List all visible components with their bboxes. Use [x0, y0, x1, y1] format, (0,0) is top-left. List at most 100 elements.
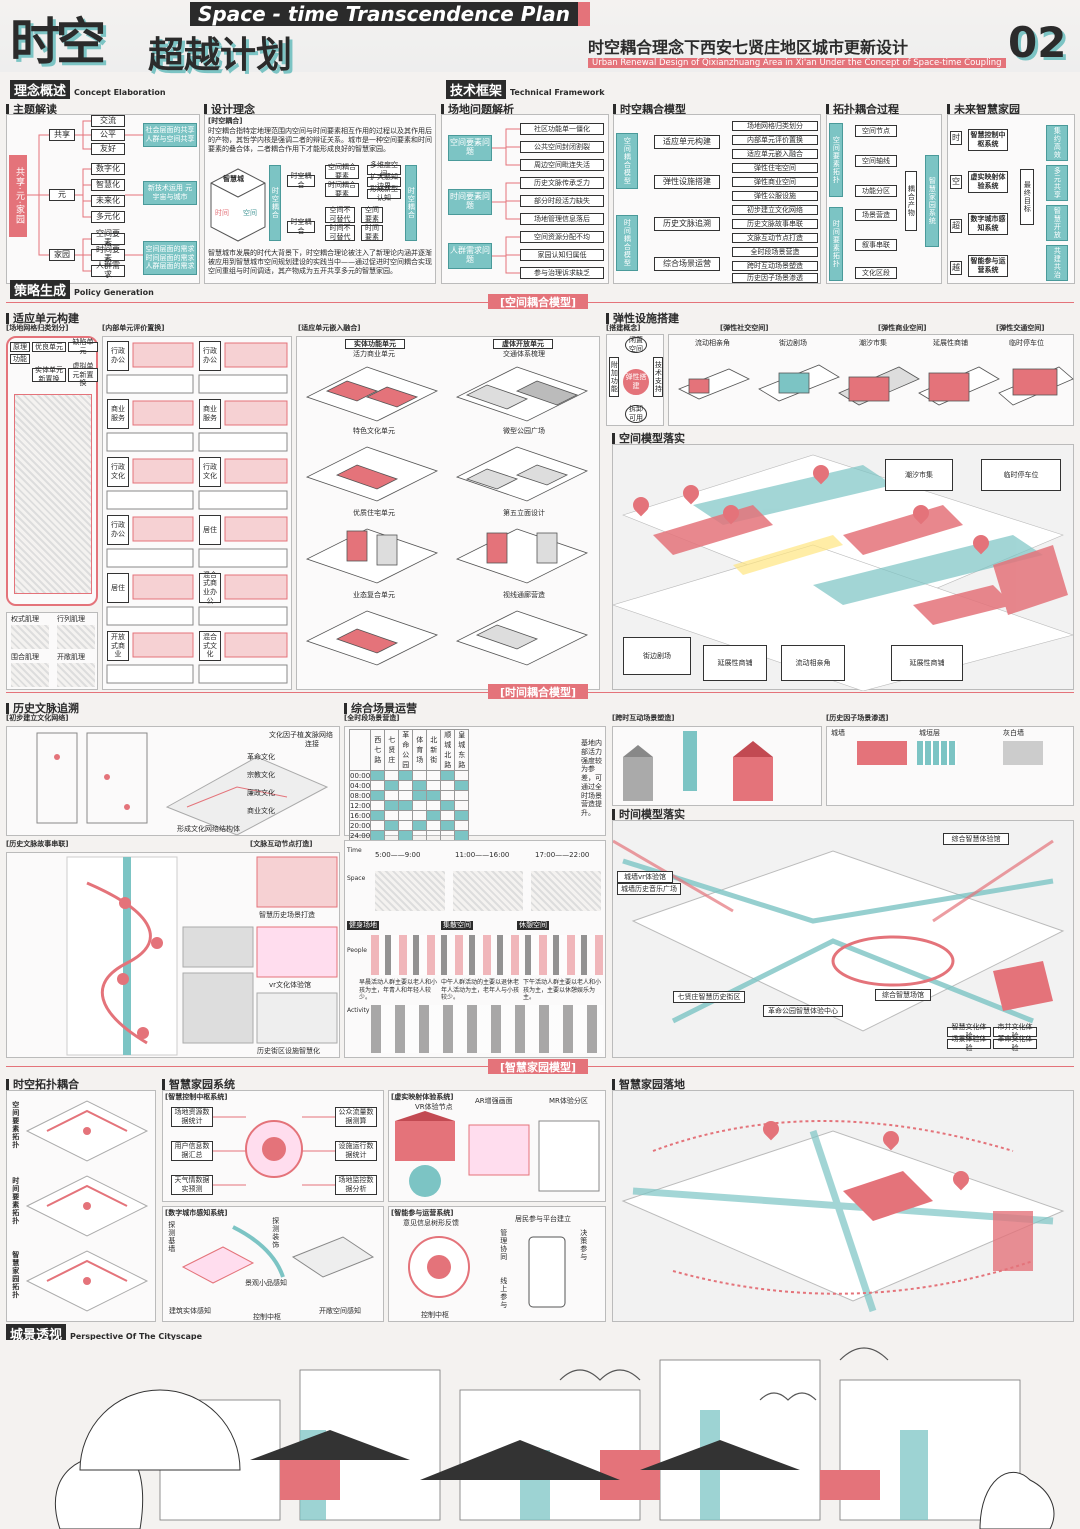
elastic-iso: [678, 364, 1074, 406]
plan-label: 开敞肌理: [57, 653, 85, 661]
history-network-drawing: [36, 732, 329, 836]
legend: 商业文化: [247, 807, 275, 815]
panel-title-theme: 主题解读: [6, 101, 57, 117]
digital-item: 开敞空间感知: [319, 1307, 361, 1315]
site-item: 周边空间毗连失活: [520, 159, 604, 171]
elastic-group: [弹性交通空间]: [996, 324, 1045, 332]
panel-title-scene: 综合场景运营: [344, 700, 417, 716]
embed-label: 实体功能单元: [345, 339, 405, 349]
future-item: 智慧控制中枢系统: [968, 129, 1008, 151]
theme-item: 空间要素: [91, 229, 125, 247]
subtitle-en: Urban Renewal Design of Qixianzhuang Are…: [588, 58, 1006, 68]
eval-cell: 开放式商业: [107, 631, 129, 661]
theme-connectors: [27, 120, 143, 272]
legend: 文化因子植入: [269, 731, 311, 739]
time-land-label: 城墙vr体验馆: [617, 871, 673, 883]
smart-ctrl-title: [智慧控制中枢系统]: [165, 1093, 228, 1101]
coupling-item: 弹性公服设施: [732, 191, 818, 201]
elastic-group: [弹性商业空间]: [878, 324, 927, 332]
topo2-label: 智慧家园拓扑: [11, 1251, 20, 1299]
future-goal: 最终目标: [1020, 169, 1034, 225]
panel-title-history: 历史文脉追溯: [6, 700, 79, 716]
coupling-item: 初步建立文化网络: [732, 205, 818, 215]
legend: 功能: [10, 354, 30, 364]
title-cn2: 超越计划: [148, 35, 293, 76]
unit-grid-title: [场地网格归类划分]: [6, 324, 69, 332]
ctrl-item: 设施运行数据统计: [335, 1141, 377, 1161]
eval-cell: 行政文化: [107, 457, 129, 487]
plan-label: 行列肌理: [57, 615, 85, 623]
design-flow-col: 时空耦合: [405, 165, 417, 241]
site-connectors: [492, 128, 520, 274]
band-time-model: [时间耦合模型]: [488, 684, 588, 699]
band-space-model: [空间耦合模型]: [488, 294, 588, 309]
part-item: 管理协同: [499, 1229, 508, 1261]
theme-note: 新技术运用 元宇宙与城市: [143, 181, 197, 205]
design-text: 时空耦合指特定地理范围内空间与时间要素相互作用的过程以及其作用后的产物，其哲学内…: [208, 127, 432, 153]
design-flow-node: 空间要素: [361, 206, 383, 223]
digital-item: 控制中枢: [253, 1313, 281, 1321]
coupling-item: 历史文脉故事串联: [732, 219, 818, 229]
digital-item: 探测基墙: [167, 1221, 176, 1253]
scene-grid: 西七路七贤庄革命公园体育场北新街顺城北路皇城东路 00:00 04:00 08:…: [348, 729, 470, 841]
smart-vr: [虚实映射体验系统] VR体验节点 AR增强画面 MR体验分区: [388, 1090, 606, 1202]
topology-left: 时间要素拓扑: [829, 207, 843, 281]
eval-cell: 行政办公: [107, 341, 129, 371]
concept-node: 闲置空间: [625, 336, 647, 353]
design-flow-node: 空间不可替代: [325, 206, 355, 223]
theme-item: 友好: [91, 143, 125, 155]
panel-title-future: 未来智慧家园: [947, 101, 1020, 117]
time-slot: 11:00——16:00: [455, 851, 510, 859]
time-land-label: 七贤庄智慧历史街区: [673, 991, 745, 1003]
map-note: 流动相亲角: [781, 645, 845, 681]
design-flow-node: 多维度空间: [367, 161, 401, 178]
theme-item: 未来化: [91, 195, 125, 207]
coupling-mid: 适应单元构建: [654, 135, 720, 149]
history-item: 智慧历史场景打造: [259, 911, 315, 919]
theme-panel: 共享·元·家园 共享 元 家园 交流 公平 友好 数字化 智慧化 未来化 多元化…: [6, 114, 200, 284]
site-item: 参与治理诉求缺乏: [520, 267, 604, 279]
ctrl-item: 天气情数据实预测: [171, 1175, 213, 1195]
site-group: 空间要素问题: [448, 135, 492, 161]
theme-branch-home: 家园: [49, 249, 75, 261]
eval-cell: 混合式文化: [199, 631, 221, 661]
section-framework: 技术框架 Technical Framework: [446, 80, 605, 99]
embed-label: 优质住宅单元: [353, 509, 395, 517]
design-cube: 智慧城 时间 空间: [209, 165, 267, 245]
site-item: 社区功能单一僵化: [520, 123, 604, 135]
elastic-item: 延展性商铺: [933, 339, 968, 347]
coupling-mid: 历史文脉追溯: [654, 217, 720, 231]
future-letter: 超: [950, 219, 962, 233]
concept-node: 技术支持: [653, 357, 663, 397]
part-item: 居民参与平台建立: [515, 1215, 571, 1223]
design-panel: [时空耦合] 时空耦合指特定地理范围内空间与时间要素相互作用的过程以及其作用后的…: [204, 114, 436, 284]
plan-thumb: [57, 663, 95, 687]
theme-item: 多元化: [91, 211, 125, 223]
plan-thumb: [11, 625, 49, 649]
scene-caption: 中午人群活动的主要以退休老年人活动为主，老年人与小孩较少。: [441, 979, 520, 1001]
smart-ctrl: [智慧控制中枢系统] 场地资源数据统计 公众流量数据测算 用户信息数据汇总 设施…: [162, 1090, 384, 1202]
people-row: [371, 935, 603, 975]
topo2-label: 空间要素拓扑: [11, 1101, 20, 1149]
space-label: 集散空间: [441, 921, 473, 930]
design-flow-node: 时空耦合: [287, 172, 315, 189]
part-drawing: [408, 1236, 566, 1308]
plan-thumb: [11, 663, 49, 687]
concept-node: 拆卸可用: [625, 405, 647, 423]
coupling-item: 跨时互动场景塑造: [732, 261, 818, 271]
eval-cell: 商业服务: [107, 399, 129, 429]
embed-label: 微型公园广场: [503, 427, 545, 435]
history-t3: [文脉互动节点打造]: [250, 840, 313, 848]
panel-title-design: 设计理念: [204, 101, 255, 117]
page-number: 02: [1008, 18, 1067, 67]
space-label: 休憩空间: [517, 921, 549, 930]
history-item: 历史街区设施智慧化: [257, 1047, 320, 1055]
eval-cell: 行政办公: [107, 515, 129, 545]
band-smart-model: [智慧家园模型]: [488, 1059, 588, 1074]
site-item: 家园认知归属低: [520, 249, 604, 261]
panel-title-unit: 适应单元构建: [6, 310, 79, 326]
part-item: 意见信息树形反馈: [403, 1219, 459, 1227]
plan-label: 围合肌理: [11, 653, 39, 661]
scene-strip: Time Space People Activity 5:00——9:00 11…: [344, 840, 606, 1058]
history-item: vr文化体验馆: [269, 981, 312, 989]
